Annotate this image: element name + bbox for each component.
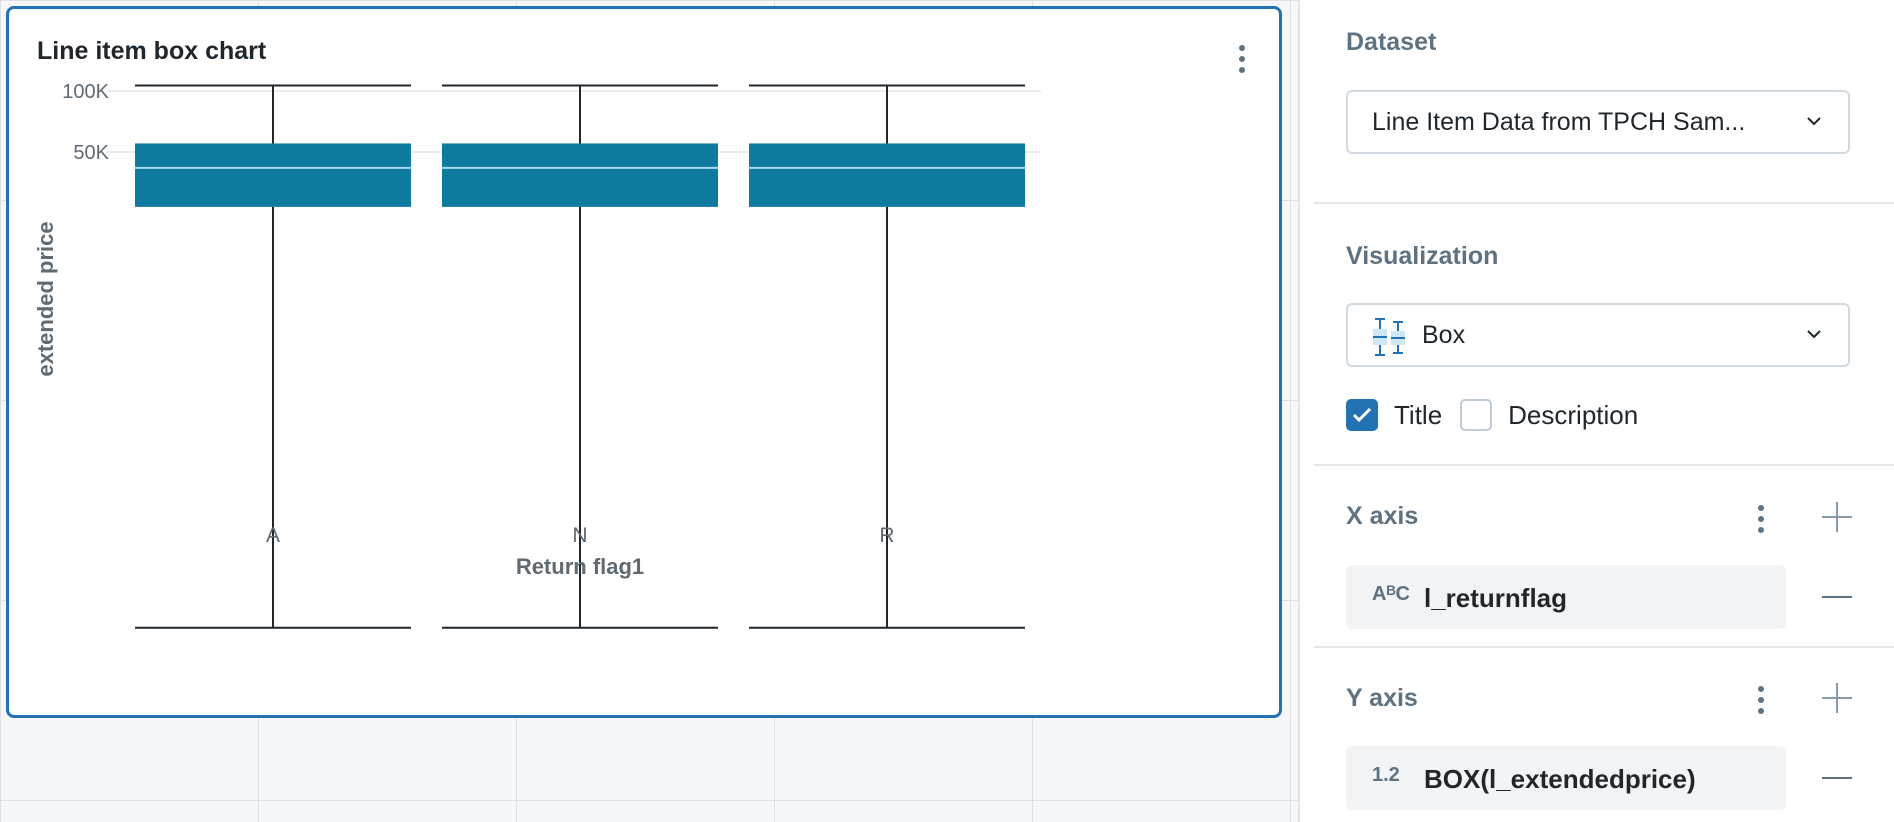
x-axis-field[interactable]: AᴮC l_returnflag bbox=[1346, 565, 1786, 629]
box-chart: 100K 50K A N R Return flag1 extended price bbox=[33, 81, 1041, 629]
config-panel: Dataset Line Item Data from TPCH Sam... … bbox=[1300, 0, 1894, 822]
chart-widget[interactable]: Line item box chart 100K 50K A N R Return fla… bbox=[6, 6, 1282, 718]
title-checkbox-label: Title bbox=[1394, 399, 1443, 430]
box-A bbox=[135, 143, 411, 207]
x-axis-title: Return flag1 bbox=[516, 554, 644, 579]
y-axis-field-name: BOX(l_extendedprice) bbox=[1424, 764, 1696, 794]
y-axis-add-icon[interactable] bbox=[1822, 683, 1852, 713]
box-R bbox=[749, 143, 1025, 207]
section-divider bbox=[1314, 202, 1894, 204]
y-axis-title: extended price bbox=[33, 221, 58, 376]
chevron-down-icon bbox=[1807, 117, 1821, 126]
x-tick-label: N bbox=[572, 524, 587, 547]
x-tick-label: A bbox=[266, 524, 280, 547]
x-axis-label: X axis bbox=[1346, 502, 1419, 530]
y-tick-label: 100K bbox=[62, 81, 109, 103]
x-axis-field-name: l_returnflag bbox=[1424, 583, 1568, 613]
box-N bbox=[442, 143, 718, 207]
visualization-select[interactable]: Box bbox=[1346, 303, 1850, 367]
chevron-down-icon bbox=[1807, 330, 1821, 339]
x-axis-add-icon[interactable] bbox=[1822, 502, 1852, 532]
title-checkbox[interactable] bbox=[1346, 399, 1378, 431]
checkbox-row: Title Description bbox=[1346, 398, 1656, 432]
x-axis-menu-icon[interactable] bbox=[1756, 502, 1766, 536]
y-axis-remove-icon[interactable] bbox=[1822, 763, 1852, 793]
description-checkbox[interactable] bbox=[1460, 399, 1493, 431]
check-icon bbox=[1352, 407, 1372, 423]
section-divider bbox=[1314, 464, 1894, 466]
box-plot-icon bbox=[1373, 318, 1405, 356]
panel-divider bbox=[1298, 0, 1300, 822]
visualization-label: Visualization bbox=[1346, 242, 1499, 270]
description-checkbox-label: Description bbox=[1508, 399, 1639, 430]
dashboard-canvas: Line item box chart 100K 50K A N R Return fla… bbox=[0, 0, 1300, 822]
y-axis-label: Y axis bbox=[1346, 684, 1418, 712]
visualization-select-value: Box bbox=[1422, 321, 1466, 349]
dataset-select-value: Line Item Data from TPCH Sam... bbox=[1372, 108, 1746, 136]
numeric-type-icon: 1.2 bbox=[1372, 764, 1400, 786]
widget-menu-icon[interactable] bbox=[1237, 42, 1247, 76]
widget-title: Line item box chart bbox=[37, 37, 267, 65]
string-type-icon: AᴮC bbox=[1372, 583, 1410, 605]
y-tick-label: 50K bbox=[73, 142, 109, 164]
dataset-select[interactable]: Line Item Data from TPCH Sam... bbox=[1346, 90, 1850, 154]
x-tick-label: R bbox=[879, 524, 894, 547]
y-axis-menu-icon[interactable] bbox=[1756, 683, 1766, 717]
dataset-label: Dataset bbox=[1346, 28, 1437, 56]
section-divider bbox=[1314, 646, 1894, 648]
y-axis-field[interactable]: 1.2 BOX(l_extendedprice) bbox=[1346, 746, 1786, 810]
x-axis-remove-icon[interactable] bbox=[1822, 582, 1852, 612]
